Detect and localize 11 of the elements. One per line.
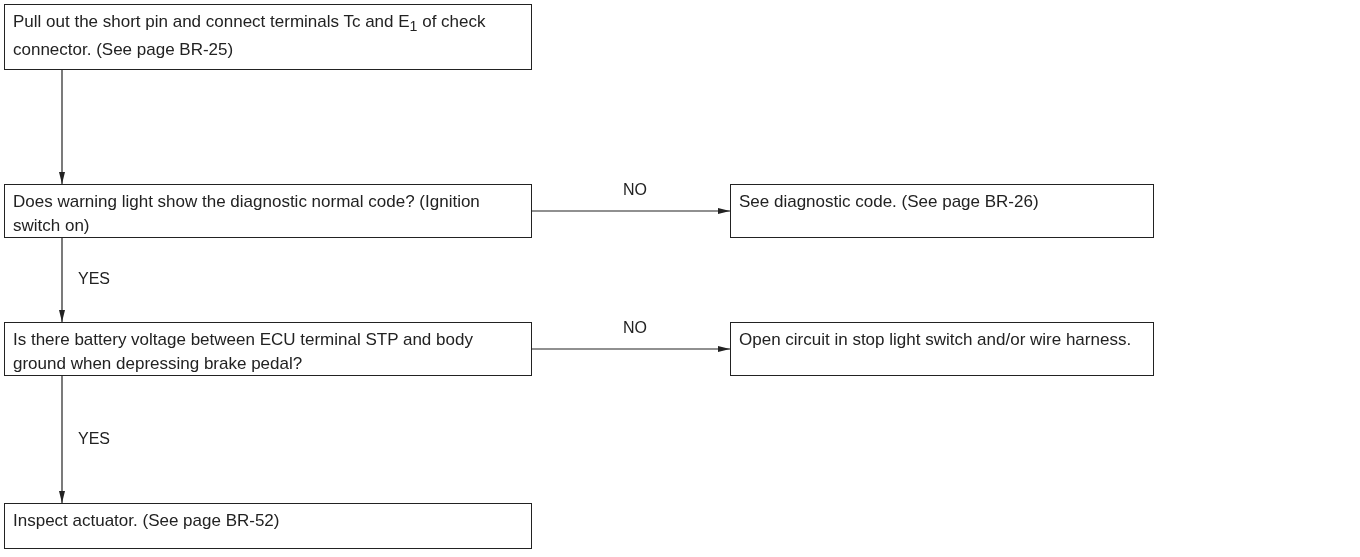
process-box: Pull out the short pin and connect terminals Tc and E$_{1}$ of check connector. (See page BR-25): [4, 4, 532, 70]
process-box: Inspect actuator. (See page BR-52): [4, 503, 532, 549]
arrow: [59, 375, 65, 504]
process-box: Does warning light show the diagnostic normal code? (Ignition switch on): [4, 184, 532, 238]
arrow: [531, 208, 731, 214]
arrow: [59, 237, 65, 323]
arrow: [531, 346, 731, 352]
process-box: Open circuit in stop light switch and/or wire harness.: [730, 322, 1154, 376]
arrow: [59, 69, 65, 185]
process-box: Is there battery voltage between ECU terminal STP and body ground when depressing brake pedal?: [4, 322, 532, 376]
process-box: See diagnostic code. (See page BR-26): [730, 184, 1154, 238]
